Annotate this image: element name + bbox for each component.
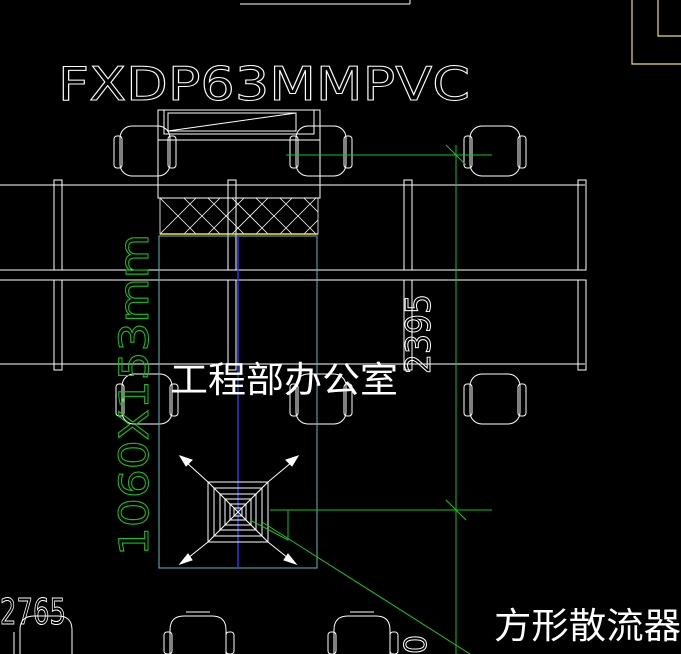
square-diffuser-icon [178, 455, 300, 566]
chair [463, 373, 527, 425]
diffuser-type-label: 方形散流器 [494, 606, 681, 647]
left-dimension-label: 2765 [0, 592, 66, 633]
chair [289, 125, 353, 177]
chair [163, 611, 235, 654]
chair [113, 125, 177, 177]
office-chairs [13, 125, 527, 654]
dimension-lines [249, 144, 492, 654]
duct-size-label: 1060X153mm [112, 234, 158, 556]
chair [327, 611, 399, 654]
vertical-dimension-label: 2395 [399, 294, 439, 374]
chair [115, 373, 179, 425]
room-name-label: 工程部办公室 [170, 360, 398, 401]
indoor-unit [157, 109, 321, 199]
chair [463, 125, 527, 177]
bottom-dimension-partial-label: 0 [399, 635, 434, 654]
duct-transition-hatch [159, 197, 319, 235]
chair [289, 373, 353, 425]
yellow-frame [631, 0, 681, 65]
top-edge-lines [240, 0, 411, 5]
desk-rows [0, 179, 587, 371]
chair [13, 615, 73, 654]
equipment-model-label: FXDP63MMPVC [58, 57, 470, 111]
